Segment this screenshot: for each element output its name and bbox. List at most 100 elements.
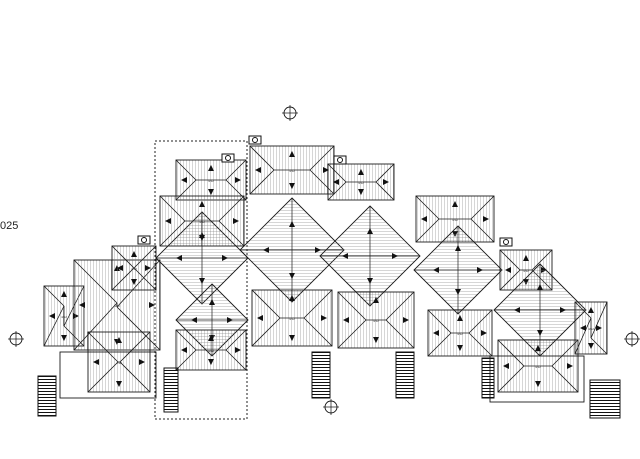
slope-arrow bbox=[455, 245, 461, 251]
roof-east-end: 4/12 bbox=[574, 301, 608, 355]
slope-arrow bbox=[208, 189, 214, 195]
north-marker bbox=[282, 105, 298, 121]
slope-arrow bbox=[49, 313, 55, 319]
roof-c1-top: 4/12 bbox=[249, 145, 335, 195]
roof-west-2: 4/12 bbox=[87, 331, 151, 393]
roof-c1-base: 4/12 bbox=[251, 289, 333, 347]
slope-arrow bbox=[537, 284, 543, 290]
stair bbox=[163, 367, 179, 413]
roof-c1-main bbox=[239, 197, 345, 303]
slope-label: 4/12 bbox=[358, 181, 364, 185]
vent bbox=[333, 155, 347, 165]
slope-arrow bbox=[523, 255, 529, 261]
slope-arrow bbox=[383, 179, 389, 185]
slope-arrow bbox=[289, 221, 295, 227]
roof-east-2: 4/12 bbox=[497, 339, 579, 393]
slope-arrow bbox=[373, 297, 379, 303]
slope-arrow bbox=[165, 218, 171, 224]
slope-arrow bbox=[139, 359, 145, 365]
slope-arrow bbox=[289, 295, 295, 301]
slope-label: 4/12 bbox=[114, 304, 120, 308]
slope-arrow bbox=[452, 201, 458, 207]
slope-arrow bbox=[209, 299, 215, 305]
slope-arrow bbox=[222, 255, 228, 261]
slope-label: 4/12 bbox=[457, 332, 463, 336]
slope-arrow bbox=[403, 317, 409, 323]
slope-arrow bbox=[289, 273, 295, 279]
slope-arrow bbox=[227, 317, 233, 323]
slope-arrow bbox=[255, 167, 261, 173]
slope-arrow bbox=[457, 315, 463, 321]
slope-arrow bbox=[535, 381, 541, 387]
slope-arrow bbox=[342, 253, 348, 259]
slope-arrow bbox=[176, 255, 182, 261]
slope-arrow bbox=[367, 278, 373, 284]
slope-arrow bbox=[208, 165, 214, 171]
slope-arrow bbox=[117, 265, 123, 271]
slope-label: 4/12 bbox=[289, 169, 295, 173]
slope-arrow bbox=[93, 359, 99, 365]
slope-arrow bbox=[323, 167, 329, 173]
slope-label: 4/12 bbox=[208, 349, 214, 353]
slope-arrow bbox=[477, 267, 483, 273]
slope-label: 4/12 bbox=[208, 179, 214, 183]
slope-arrow bbox=[537, 330, 543, 336]
slope-arrow bbox=[289, 335, 295, 341]
slope-arrow bbox=[131, 251, 137, 257]
slope-arrow bbox=[79, 302, 85, 308]
slope-label: 4/12 bbox=[452, 218, 458, 222]
slope-arrow bbox=[505, 267, 511, 273]
south-marker bbox=[323, 399, 339, 415]
slope-arrow bbox=[588, 307, 594, 313]
roof-lc-base: 4/12 bbox=[175, 329, 247, 371]
slope-label: 4/12 bbox=[116, 361, 122, 365]
slope-arrow bbox=[481, 330, 487, 336]
roof-west-3: 4/12 bbox=[111, 245, 157, 291]
slope-arrow bbox=[457, 345, 463, 351]
slope-arrow bbox=[199, 201, 205, 207]
slope-arrow bbox=[116, 337, 122, 343]
slope-arrow bbox=[535, 345, 541, 351]
slope-arrow bbox=[191, 317, 197, 323]
slope-arrow bbox=[131, 279, 137, 285]
west-marker bbox=[8, 331, 24, 347]
slope-arrow bbox=[263, 247, 269, 253]
stair bbox=[395, 351, 415, 399]
roof-details bbox=[37, 135, 621, 419]
slope-arrow bbox=[567, 363, 573, 369]
slope-label: 4/12 bbox=[535, 365, 541, 369]
stair bbox=[37, 375, 57, 417]
slope-label: 4/12 bbox=[588, 327, 594, 331]
slope-arrow bbox=[145, 265, 151, 271]
slope-arrow bbox=[61, 291, 67, 297]
slope-arrow bbox=[257, 315, 263, 321]
slope-arrow bbox=[421, 216, 427, 222]
roof-c2-top: 4/12 bbox=[327, 163, 395, 201]
roof-rc-base: 4/12 bbox=[427, 309, 493, 357]
stair bbox=[481, 357, 495, 399]
slope-arrow bbox=[455, 289, 461, 295]
vent bbox=[137, 235, 151, 245]
slope-arrow bbox=[199, 235, 205, 241]
slope-arrow bbox=[315, 247, 321, 253]
sheet-label: 025 bbox=[0, 220, 19, 232]
slope-arrow bbox=[433, 330, 439, 336]
slope-arrow bbox=[208, 359, 214, 365]
slope-arrow bbox=[289, 183, 295, 189]
slope-arrow bbox=[289, 151, 295, 157]
slope-arrow bbox=[433, 267, 439, 273]
roof-c2-main bbox=[319, 205, 421, 307]
slope-arrow bbox=[181, 177, 187, 183]
slope-arrow bbox=[373, 337, 379, 343]
slope-arrow bbox=[358, 189, 364, 195]
slope-arrow bbox=[588, 343, 594, 349]
vent bbox=[248, 135, 262, 145]
slope-label: 4/12 bbox=[289, 317, 295, 321]
slope-arrow bbox=[116, 381, 122, 387]
slope-arrow bbox=[596, 325, 602, 331]
slope-arrow bbox=[233, 218, 239, 224]
roof-c2-base: 4/12 bbox=[337, 291, 415, 349]
roof-planes: 4/124/124/124/124/124/124/124/124/124/12… bbox=[43, 145, 608, 393]
roof-lc-upper: 4/12 bbox=[159, 195, 245, 247]
